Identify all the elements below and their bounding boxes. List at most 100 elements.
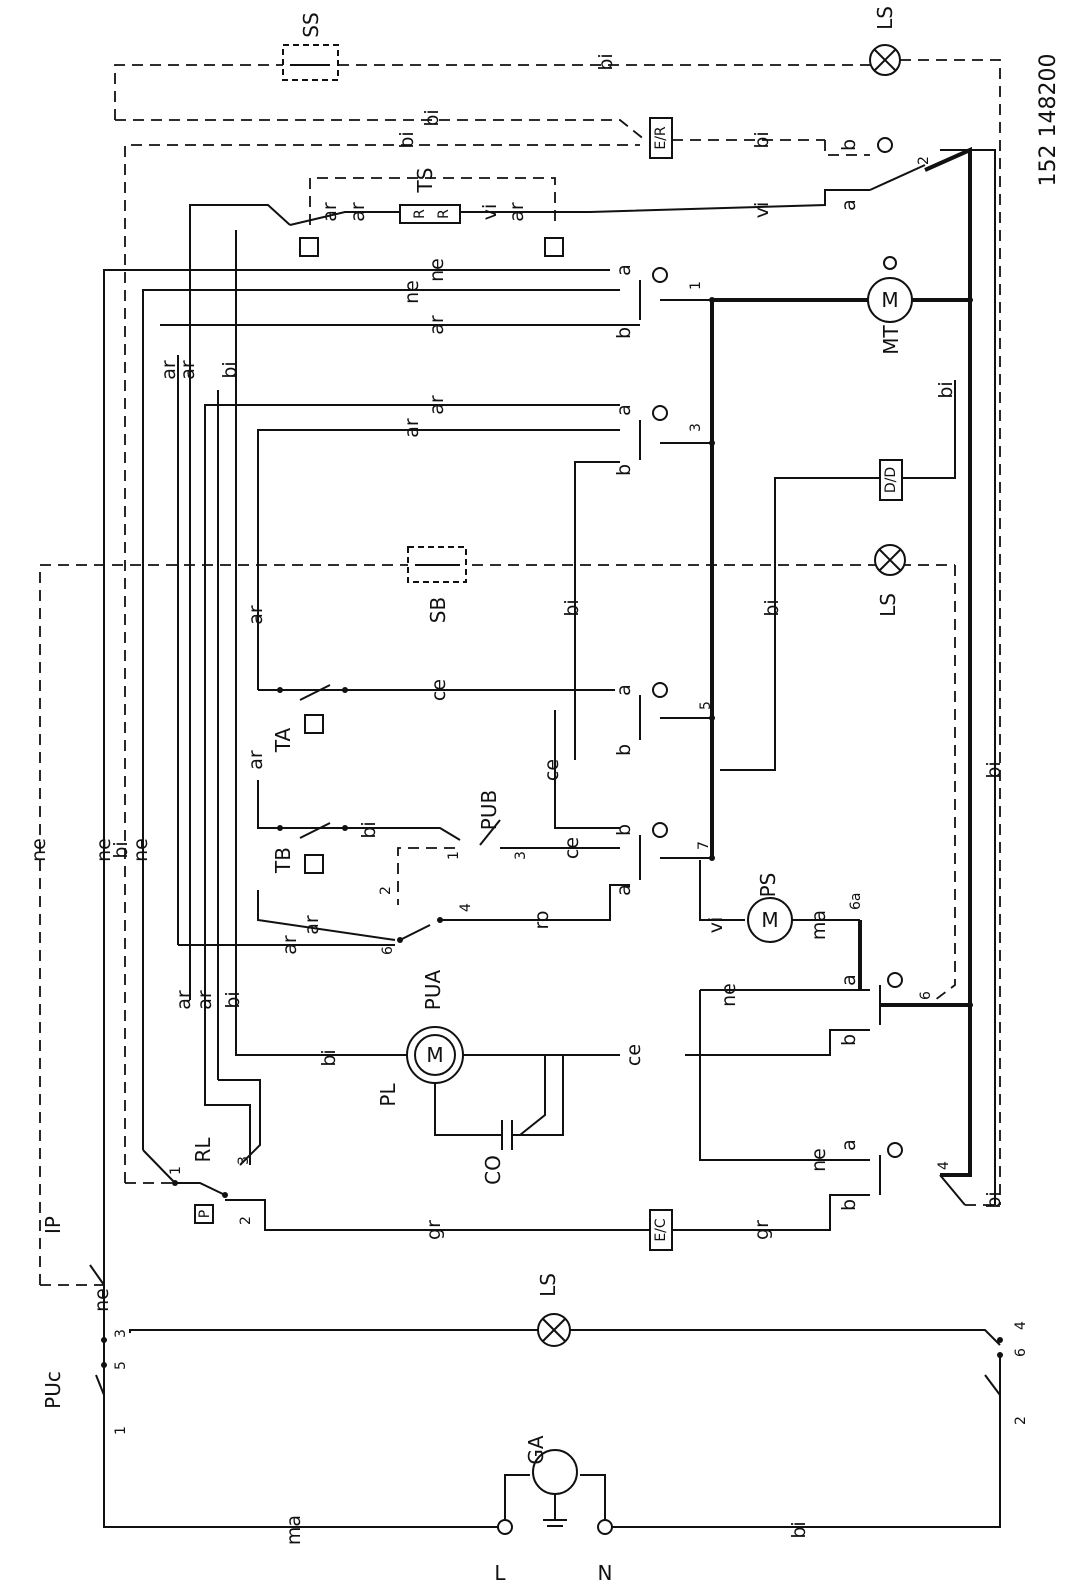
terminal-2-p: 2 (238, 1216, 254, 1225)
terminal-1-pub: 1 (446, 851, 462, 860)
wire-code-ma-mains: ma (283, 1515, 305, 1545)
puc-label: PUc (41, 1371, 65, 1409)
wire-code-bi-er: bi (751, 131, 773, 148)
wire-code-bi-mains: bi (788, 1521, 810, 1538)
wire-code-bi-4: bi (222, 991, 244, 1008)
wire-code-ar-pua-2: ar (301, 915, 323, 935)
dd-label: D/D (883, 467, 899, 493)
terminal-6a-ps: 6a (848, 893, 864, 911)
ip-label: IP (41, 1216, 65, 1234)
wire-code-ar-pua-1: ar (279, 935, 301, 955)
wire-code-a-t7: a (613, 884, 635, 896)
contacts-6-4: 6 ne a ne a b 4 b (699, 972, 970, 1211)
wire-code-bi-bottom: bi (983, 1191, 1005, 1208)
mt-motor: M MT 2 bi (867, 146, 1005, 1205)
ss-label: SS (299, 12, 323, 37)
terminal-4-puc: 4 (1013, 1321, 1029, 1330)
wire-code-bi-mid: bi (561, 599, 583, 616)
wire-code-bi-top: bi (595, 53, 617, 70)
terminal-4-pua: 4 (458, 903, 474, 912)
wire-code-ne-left-1: ne (28, 838, 50, 862)
ga-component: GA (504, 1435, 606, 1527)
wire-code-a-t5: a (613, 684, 635, 696)
wire-code-ar-3: ar (173, 990, 195, 1010)
wire-code-b-r1: b (838, 1034, 860, 1046)
terminal-2-puc: 2 (1013, 1416, 1029, 1425)
wire-code-ar-4: ar (194, 990, 216, 1010)
wire-code-bi-dd: bi (761, 599, 783, 616)
mt-motor-m: M (881, 288, 898, 312)
wire-code-bi-right: bi (983, 761, 1005, 778)
terminal-5-timer: 5 (698, 701, 714, 710)
wire-code-b-t3: b (613, 464, 635, 476)
tb-label: TB (271, 847, 295, 874)
wire-code-b-r2: b (838, 1199, 860, 1211)
wire-code-ce-mid: ce (541, 759, 563, 781)
neutral-terminal-label: N (598, 1561, 613, 1585)
ec-label: E/C (653, 1218, 669, 1242)
wire-code-a-r2: a (838, 1139, 860, 1151)
wire-code-ne-left-4: ne (130, 838, 152, 862)
r-label-2: R (436, 209, 452, 219)
wire-code-bi-top-3: bi (396, 131, 418, 148)
ta-tb-thermostats: TA ce ar ar TB bi ce (245, 605, 620, 874)
wire-code-b-t5: b (613, 744, 635, 756)
ga-label: GA (524, 1435, 548, 1464)
ta-label: TA (271, 728, 295, 754)
mains-supply: L N ma bi (103, 1395, 1001, 1585)
wire-code-bi-3: bi (219, 361, 241, 378)
wire-code-a-ts: a (838, 199, 860, 211)
wire-code-ro-pua: ro (531, 910, 553, 929)
wire-code-ar-ts-2: ar (347, 202, 369, 222)
left-feeders: IP ne ne ne bi ne ar ar bi ar ar bi (28, 144, 956, 1312)
wire-code-ar-1: ar (158, 360, 180, 380)
wire-code-ar-ts-1: ar (319, 202, 341, 222)
wire-code-ce-pub: ce (561, 837, 583, 859)
terminal-4-right: 4 (936, 1161, 952, 1170)
pu-switches: PUB ce 1 3 2 PUA 6 4 ro ar ar (178, 790, 630, 1010)
p-pressostat: P 1 2 gr (125, 1149, 650, 1240)
wire-code-bi-dd2: bi (935, 381, 957, 398)
wire-code-ne-t1a: ne (426, 258, 448, 282)
terminal-1-puc: 1 (113, 1426, 129, 1435)
terminal-2-mt: 2 (916, 156, 932, 165)
ec-valve: E/C gr bi (649, 1191, 1005, 1251)
terminal-5-puc: 5 (113, 1361, 129, 1370)
wire-code-gr-p: gr (423, 1220, 445, 1240)
wire-code-ar-ts-3: ar (506, 202, 528, 222)
sb-label: SB (426, 597, 450, 623)
pub-label: PUB (477, 790, 501, 830)
pl-motor-m: M (426, 1043, 443, 1067)
wire-code-ce-ta: ce (428, 679, 450, 701)
wire-code-b-t7: b (613, 824, 635, 836)
terminal-1-timer: 1 (688, 281, 704, 290)
terminal-1-p: 1 (168, 1166, 184, 1175)
wire-code-ce-pl: ce (623, 1044, 645, 1066)
dd-component: D/D bi bi (720, 380, 957, 771)
wire-code-a-r1: a (838, 974, 860, 986)
terminal-3-puc: 3 (113, 1329, 129, 1338)
document-number: 152 148200 (1036, 54, 1061, 187)
wire-code-ne-r1: ne (718, 983, 740, 1007)
wire-code-ne-r2: ne (808, 1148, 830, 1172)
ls-lamp-mains: LS (129, 1273, 1001, 1347)
wire-code-ar-ta-1: ar (245, 605, 267, 625)
wire-code-a-t3: a (613, 404, 635, 416)
wire-code-bi-tb: bi (358, 821, 380, 838)
wire-code-ar-t1: ar (426, 315, 448, 335)
ls-label-mains: LS (536, 1273, 560, 1297)
wire-code-ar-2: ar (177, 360, 199, 380)
ps-motor-m: M (761, 908, 778, 932)
wire-code-vi-ps: vi (705, 917, 727, 934)
wire-code-ar-t3b: ar (401, 418, 423, 438)
timer-contacts: 1 ne ne ar a b 3 ar ar a b bi 5 a b 7 b … (401, 258, 870, 896)
wire-code-ar-t3a: ar (426, 395, 448, 415)
r-label-1: R (412, 209, 428, 219)
wire-code-ne-left-2: ne (93, 838, 115, 862)
wire-code-b-er: b (838, 139, 860, 151)
wire-code-bi-top-2: bi (421, 109, 443, 126)
ps-label: PS (756, 873, 780, 898)
terminal-3-rl: 3 (236, 1156, 252, 1165)
wire-code-ma-ps: ma (808, 910, 830, 940)
